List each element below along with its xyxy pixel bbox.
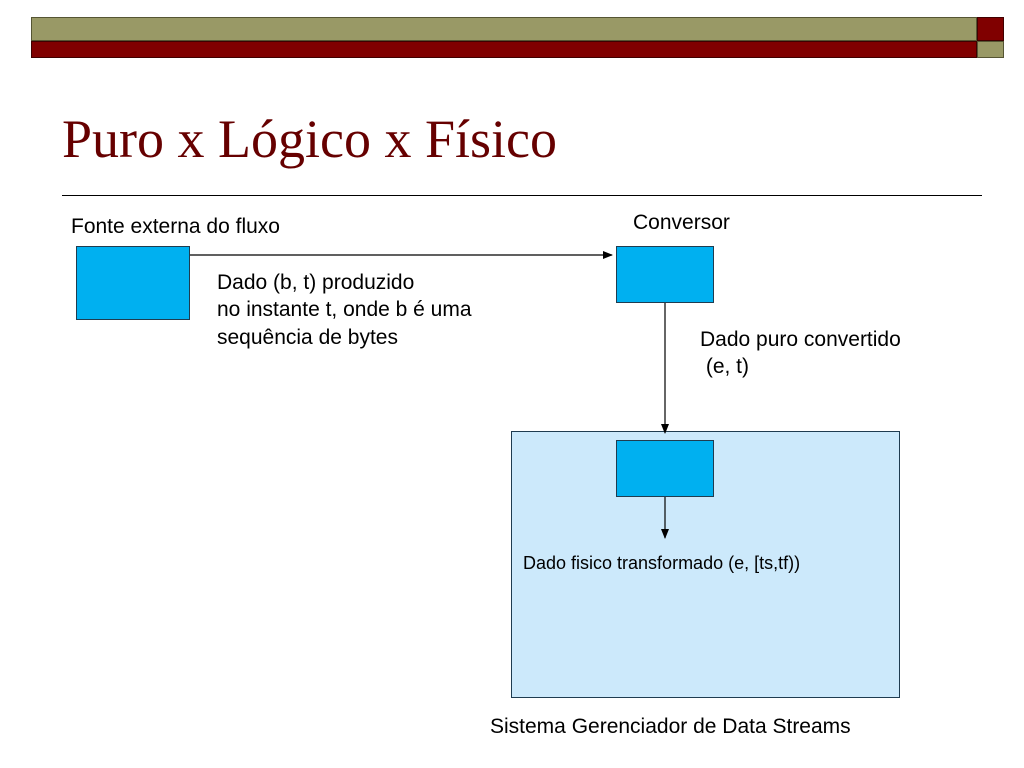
converted-data-text: Dado puro convertido (e, t) — [700, 326, 901, 381]
header-square-olive — [977, 41, 1004, 58]
slide-title: Puro x Lógico x Físico — [62, 109, 557, 169]
converter-label: Conversor — [633, 211, 730, 234]
produced-data-text: Dado (b, t) produzido no instante t, ond… — [217, 269, 472, 351]
source-box — [76, 246, 190, 320]
title-divider — [62, 195, 982, 196]
produced-data-line: Dado (b, t) produzido — [217, 271, 415, 294]
header-square-red — [977, 17, 1004, 41]
system-label: Sistema Gerenciador de Data Streams — [490, 715, 851, 738]
physical-data-box — [616, 440, 714, 497]
produced-data-line: sequência de bytes — [217, 325, 398, 349]
converter-box — [616, 246, 714, 303]
converted-data-line: (e, t) — [700, 355, 750, 379]
header-bar-olive — [31, 17, 977, 41]
produced-data-line: no instante t, onde b é uma — [217, 298, 472, 322]
converted-data-line: Dado puro convertido — [700, 328, 901, 351]
source-label: Fonte externa do fluxo — [71, 215, 280, 238]
physical-data-label: Dado fisico transformado (e, [ts,tf)) — [523, 553, 801, 573]
header-bar-red — [31, 41, 977, 58]
